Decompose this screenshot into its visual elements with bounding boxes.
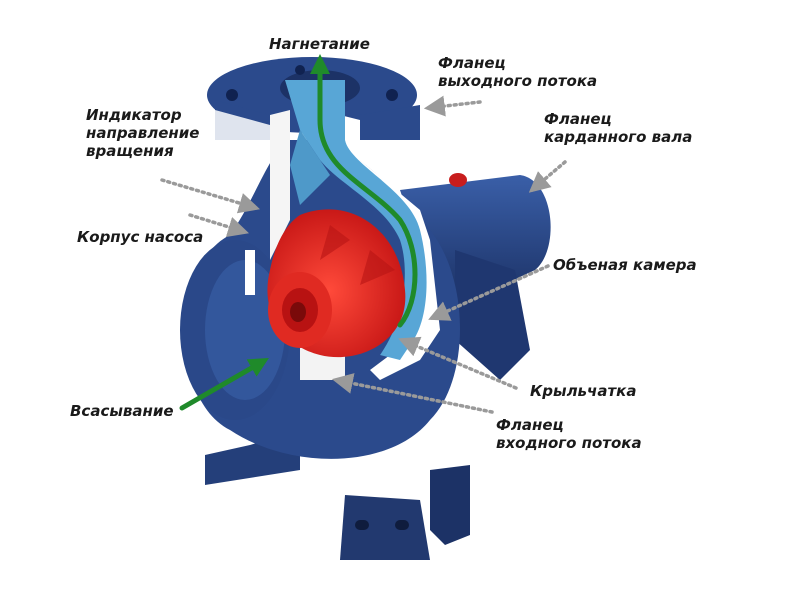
leader-outlet-flange	[428, 102, 480, 108]
label-volute-chamber-text: Объеная камера	[553, 256, 697, 274]
label-rotation-indicator-line2: направление	[86, 124, 199, 142]
label-rotation-indicator-line1: Индикатор	[86, 106, 199, 124]
label-discharge-text: Нагнетание	[269, 35, 370, 53]
leader-rotation-indicator	[162, 180, 256, 208]
label-inlet-flange-line2: входного потока	[496, 434, 642, 452]
label-rotation-indicator-line3: вращения	[86, 142, 199, 160]
label-pump-casing: Корпус насоса	[77, 228, 203, 246]
label-inlet-flange: Фланец входного потока	[496, 416, 642, 452]
label-outlet-flange-line1: Фланец	[438, 54, 597, 72]
label-cardan-shaft-flange-line2: карданного вала	[544, 128, 692, 146]
leader-cardan-flange	[532, 162, 565, 190]
label-discharge: Нагнетание	[269, 35, 370, 53]
label-pump-casing-text: Корпус насоса	[77, 228, 203, 246]
label-outlet-flange-line2: выходного потока	[438, 72, 597, 90]
oil-cap-icon	[449, 173, 467, 187]
label-suction-text: Всасывание	[70, 402, 174, 420]
label-impeller: Крыльчатка	[530, 382, 636, 400]
label-cardan-shaft-flange: Фланец карданного вала	[544, 110, 692, 146]
label-outlet-flange: Фланец выходного потока	[438, 54, 597, 90]
label-inlet-flange-line1: Фланец	[496, 416, 642, 434]
label-suction: Всасывание	[70, 402, 174, 420]
label-impeller-text: Крыльчатка	[530, 382, 636, 400]
label-cardan-shaft-flange-line1: Фланец	[544, 110, 692, 128]
label-volute-chamber: Объеная камера	[553, 256, 697, 274]
label-rotation-indicator: Индикатор направление вращения	[86, 106, 199, 160]
